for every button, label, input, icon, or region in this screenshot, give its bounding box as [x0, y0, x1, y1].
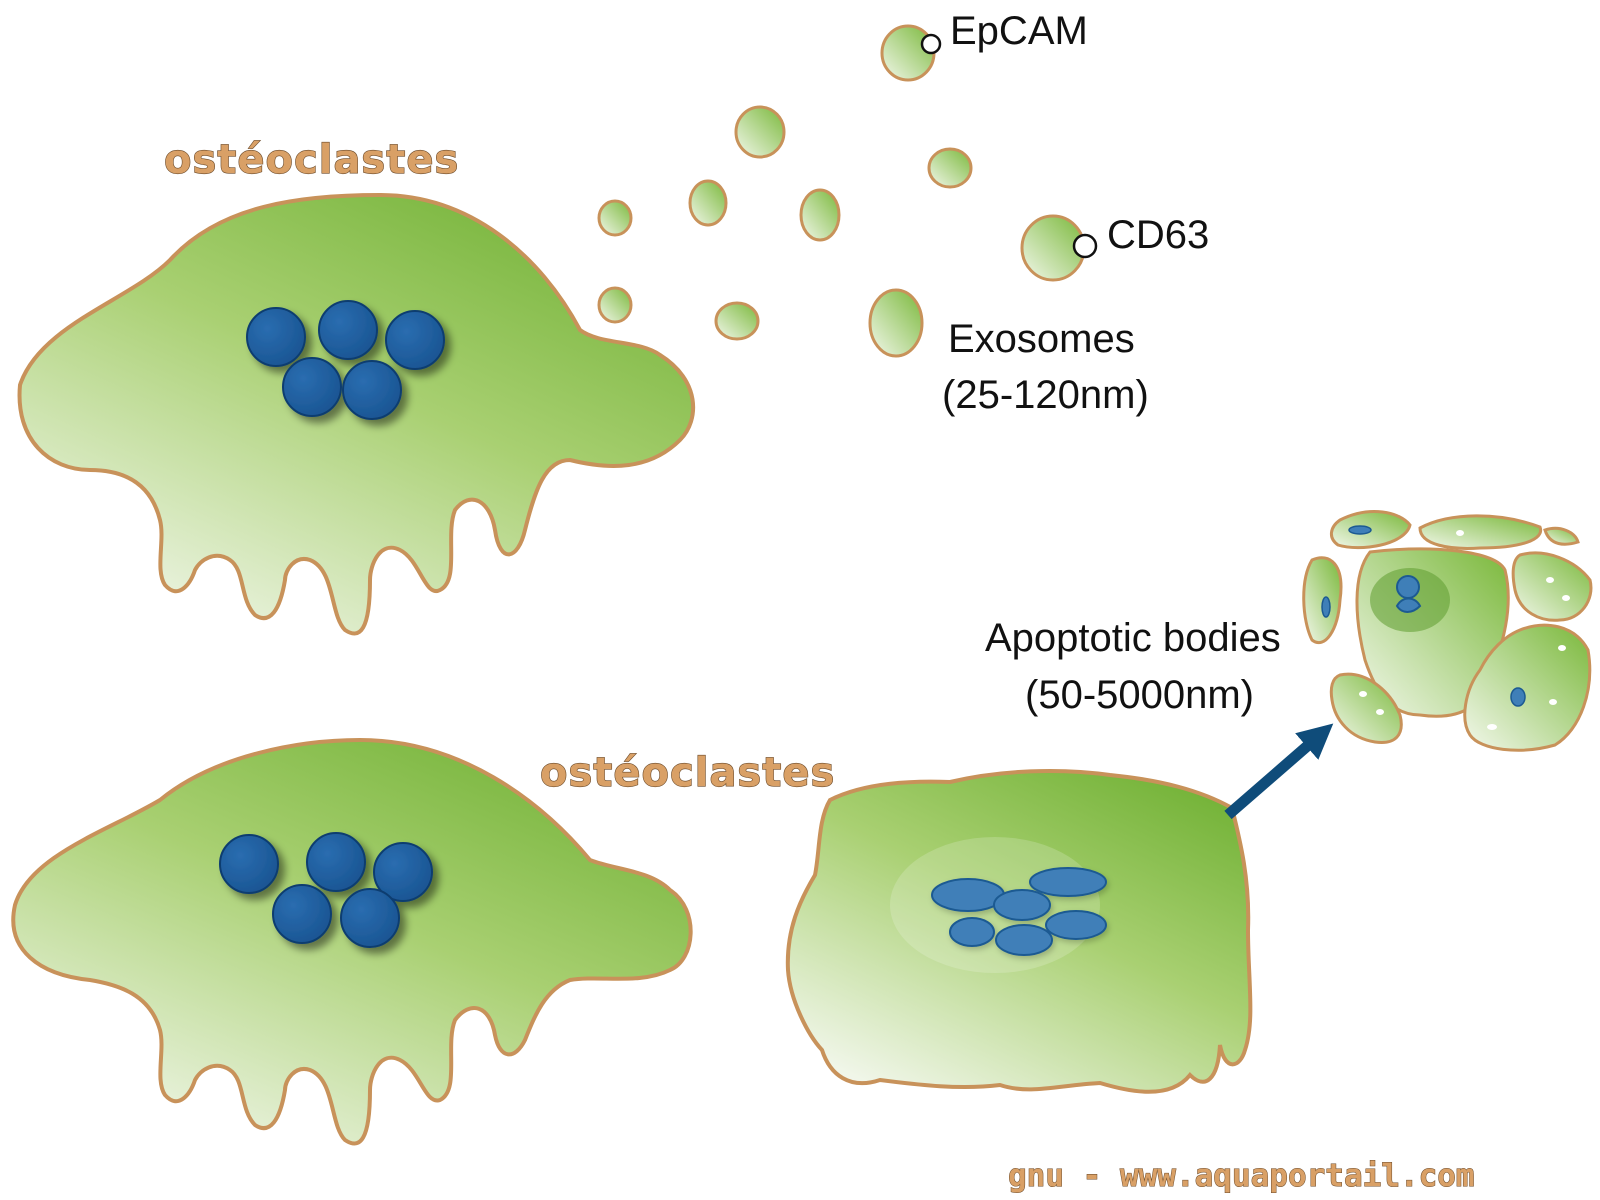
exosomes-label: Exosomes	[948, 317, 1135, 361]
exosome-vesicles	[597, 24, 1098, 358]
apoptotic-body-contents	[1321, 525, 1570, 730]
apoptotic-bodies-cluster	[1302, 510, 1593, 752]
exosome	[597, 286, 633, 324]
osteoclast-top	[17, 192, 695, 636]
fragmented-nuclei	[931, 867, 1107, 956]
organelle	[1376, 709, 1384, 715]
organelle	[1558, 645, 1566, 651]
organelle	[1487, 724, 1497, 730]
osteoclast-bottom	[11, 737, 693, 1146]
exosome	[597, 199, 633, 237]
osteoclast-bottom-nuclei	[219, 832, 433, 948]
cd63-label: CD63	[1107, 213, 1209, 257]
cd63-marker	[1072, 233, 1098, 259]
apoptotic-cell	[785, 768, 1253, 1094]
apoptotic-body	[1511, 551, 1593, 622]
nucleus	[340, 888, 400, 948]
apoptotic-body	[1329, 672, 1403, 745]
exosome	[688, 179, 728, 227]
osteoclast-top-nuclei	[246, 300, 445, 420]
credit-watermark: gnu - www.aquaportail.com	[1008, 1158, 1475, 1194]
osteoclast-bottom-label: ostéoclastes	[540, 750, 835, 796]
apoptotic-bodies-size-label: (50-5000nm)	[1025, 673, 1254, 717]
nucleus-fragment	[1321, 596, 1331, 618]
nucleus-fragment	[995, 924, 1053, 956]
nucleus	[282, 357, 342, 417]
osteoclast-top-label: ostéoclastes	[164, 137, 459, 183]
exosomes-size-label: (25-120nm)	[942, 373, 1149, 417]
nucleus	[246, 307, 306, 367]
organelle	[1549, 699, 1557, 705]
epcam-marker	[920, 33, 942, 55]
organelle	[1456, 530, 1464, 536]
apoptotic-body	[1463, 623, 1592, 752]
organelle	[1359, 691, 1367, 697]
nucleus-fragment	[1029, 867, 1107, 897]
arrow-icon	[1224, 723, 1334, 820]
nucleus-fragment	[1396, 575, 1420, 599]
nucleus-fragment	[1395, 597, 1422, 613]
exosome	[734, 105, 786, 159]
exosome	[714, 301, 760, 341]
nucleus-fragment	[1348, 525, 1372, 535]
exosome	[868, 288, 924, 358]
organelle	[1562, 595, 1570, 601]
exosome	[927, 147, 973, 189]
nucleus	[272, 884, 332, 944]
nucleus	[318, 300, 378, 360]
nucleus	[342, 360, 402, 420]
nucleus	[385, 310, 445, 370]
nucleus-fragment	[949, 917, 995, 947]
nucleus-fragment	[1045, 910, 1107, 940]
nucleus-fragment	[1510, 687, 1526, 707]
epcam-label: EpCAM	[950, 9, 1088, 53]
exosome	[799, 188, 841, 242]
apoptotic-body	[1543, 526, 1580, 546]
nucleus	[373, 842, 433, 902]
organelle	[1546, 577, 1554, 583]
apoptotic-body	[1418, 514, 1543, 550]
nucleus-fragment	[993, 889, 1051, 921]
apoptotic-bodies-label: Apoptotic bodies	[985, 616, 1281, 660]
nucleus	[306, 832, 366, 892]
nucleus	[219, 834, 279, 894]
